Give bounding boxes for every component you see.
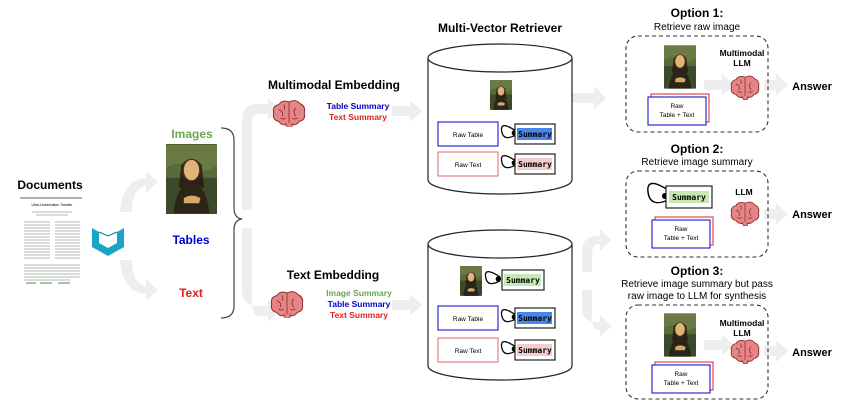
option-2-card: [651, 219, 711, 249]
retriever-bottom-painting: [460, 266, 482, 296]
option-2-card-line1: Raw: [674, 226, 687, 233]
images-painting: [166, 144, 217, 214]
arrow-to-option2: [582, 229, 612, 272]
summary-tag-text: Summary: [518, 160, 552, 169]
option-1-brain-icon: [730, 75, 760, 100]
option-3-title: Option 3:: [671, 264, 724, 278]
multimodal-embedding-title: Multimodal Embedding: [268, 78, 400, 92]
option-2-card-line2: Table + Text: [664, 235, 699, 242]
partition-brace: [220, 127, 243, 319]
summary-tag-text-2: Summary: [518, 346, 552, 355]
multimodal-brain-icon: [272, 100, 306, 127]
option-3-subtitle-line2: raw image to LLM for synthesis: [628, 291, 766, 302]
arrow-to-option3: [582, 290, 612, 337]
option-2-box: [625, 170, 769, 258]
retriever-title: Multi-Vector Retriever: [438, 21, 562, 35]
unstructured-logo-icon: [92, 228, 124, 256]
summary-tag-table-2: Summary: [518, 314, 552, 323]
option-3-model-line2: LLM: [733, 328, 750, 338]
option-2-summary-label: Summary: [672, 193, 706, 202]
arrow-opt3-answer: [764, 340, 788, 362]
option-2-answer: Answer: [792, 209, 832, 221]
raw-text-box-2: [437, 337, 499, 363]
flow-arrows: [120, 74, 788, 362]
option-3: Option 3: Retrieve image summary but pas…: [621, 264, 833, 400]
option-1-card-line2: Table + Text: [660, 112, 695, 119]
retriever-cylinder-bottom: Summary Raw Table Summary Raw Text Summa…: [427, 229, 573, 381]
arrow-brace-text: [242, 228, 280, 322]
option-3-painting: [664, 313, 696, 357]
raw-text-box: [437, 151, 499, 177]
document-heading: Ultra-Linearization Transfer: [32, 203, 74, 207]
arrow-brace-multimodal: [242, 98, 280, 210]
documents-title: Documents: [17, 178, 83, 192]
mm-label-table-summary: Table Summary: [327, 101, 390, 111]
retriever-top-painting: [490, 80, 512, 110]
mm-label-text-summary: Text Summary: [329, 112, 387, 122]
te-label-text-summary: Text Summary: [330, 310, 388, 320]
te-label-image-summary: Image Summary: [326, 288, 392, 298]
option-2-subtitle: Retrieve image summary: [641, 157, 752, 168]
option-2-brain-icon: [730, 201, 760, 226]
raw-table-label-2: Raw Table: [453, 316, 484, 323]
option-3-answer: Answer: [792, 347, 832, 359]
arrow-to-option1: [572, 86, 606, 110]
arrow-docs-images: [120, 171, 158, 212]
summary-tag-table: Summary: [518, 130, 552, 139]
document-page: Ultra-Linearization Transfer: [20, 196, 84, 288]
arrow-to-retriever-2: [392, 294, 422, 316]
option-3-card: [651, 364, 711, 394]
raw-text-label: Raw Text: [455, 162, 482, 169]
raw-table-box-2: [437, 305, 499, 331]
option-1-card-line1: Raw: [670, 103, 683, 110]
option-3-card-line1: Raw: [674, 371, 687, 378]
option-1-model-line2: LLM: [733, 58, 750, 68]
raw-table-label: Raw Table: [453, 132, 484, 139]
summary-tag-image: Summary: [506, 276, 540, 285]
option-3-box: [625, 304, 769, 400]
option-2-model: LLM: [735, 187, 752, 197]
te-label-table-summary: Table Summary: [328, 299, 391, 309]
option-3-model-line1: Multimodal: [720, 318, 765, 328]
arrow-to-retriever-1: [392, 100, 422, 122]
option-3-brain-icon: [730, 339, 760, 364]
arrow-opt1-llm: [704, 74, 734, 96]
tables-label: Tables: [172, 233, 209, 247]
arrow-docs-text: [120, 260, 158, 301]
option-1-subtitle: Retrieve raw image: [654, 22, 741, 33]
images-label: Images: [171, 127, 213, 141]
arrow-opt1-answer: [764, 74, 788, 96]
option-1-title: Option 1:: [671, 6, 724, 20]
option-1-box: [625, 35, 769, 133]
option-1: Option 1: Retrieve raw image Raw Table +…: [625, 6, 833, 133]
arrow-opt3-llm: [704, 334, 734, 356]
option-1-card: [647, 96, 707, 126]
option-1-painting: [664, 45, 696, 89]
option-1-model-line1: Multimodal: [720, 48, 765, 58]
option-3-subtitle-line1: Retrieve image summary but pass: [621, 279, 773, 290]
option-2-title: Option 2:: [671, 142, 724, 156]
option-2: Option 2: Retrieve image summary Summary…: [625, 142, 833, 258]
raw-table-box: [437, 121, 499, 147]
option-1-answer: Answer: [792, 81, 832, 93]
text-label: Text: [179, 286, 203, 300]
raw-text-label-2: Raw Text: [455, 348, 482, 355]
arrow-opt2-answer: [764, 203, 788, 225]
retriever-cylinder-top: Raw Table Summary Raw Text Summary: [427, 43, 573, 195]
text-embedding-title: Text Embedding: [287, 268, 379, 282]
option-3-card-line2: Table + Text: [664, 380, 699, 387]
